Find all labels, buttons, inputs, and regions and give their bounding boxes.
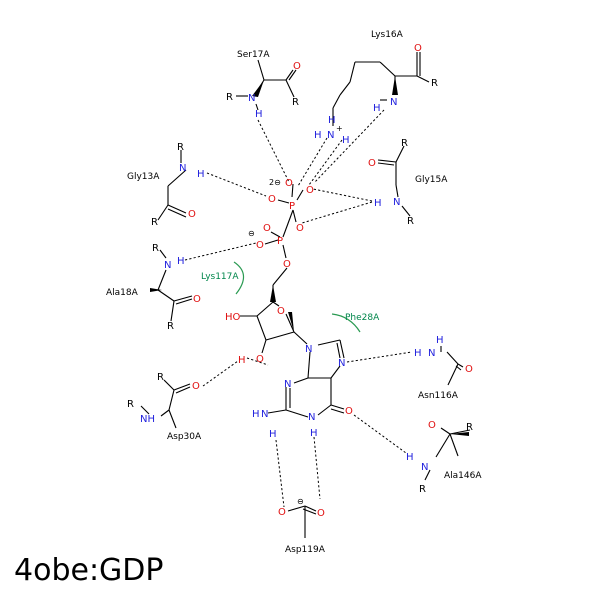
- atom-o-gly13a: O: [188, 209, 196, 220]
- atom-h-n2-bottom: H: [269, 429, 277, 440]
- atom-n-lys16a: N: [390, 97, 397, 108]
- charge-2minus: 2⊖: [269, 178, 281, 187]
- atom-r-gly13a-c: R: [151, 217, 158, 228]
- residue-label-lys16a: Lys16A: [371, 30, 404, 40]
- atom-h-lys16a-right: H: [342, 135, 350, 146]
- atom-r-ser17a-c: R: [292, 97, 299, 108]
- atom-n9-guanine: N: [305, 344, 312, 355]
- atom-p-alpha: P: [277, 236, 283, 247]
- atom-r-ala146a-n: R: [419, 484, 426, 495]
- atom-r-ala18a-c: R: [167, 321, 174, 332]
- atom-o-pa-top: O: [263, 223, 271, 234]
- atom-p-beta: P: [289, 201, 295, 212]
- charge-minus-pa: ⊖: [248, 229, 255, 238]
- atom-h-asn116a-top: H: [436, 335, 444, 346]
- hydrophobic-arcs: [233, 261, 361, 333]
- atom-h-lys16a-amide: H: [373, 103, 381, 114]
- atom-o-gly15a: O: [368, 158, 376, 169]
- atom-o-5prime: O: [283, 259, 291, 270]
- atom-n3-guanine: N: [284, 379, 291, 390]
- residue-label-phe28a: Phe28A: [345, 313, 380, 323]
- atom-r-asp30a-n: R: [127, 399, 134, 410]
- residue-labels: Ser17A Lys16A Gly13A Gly15A Ala18A Lys11…: [106, 30, 482, 555]
- atom-r-ala18a-n: R: [152, 243, 159, 254]
- residue-label-asn116a: Asn116A: [418, 391, 459, 401]
- atom-h-ser17a: H: [255, 109, 263, 120]
- atom-n-ala18a: N: [164, 260, 171, 271]
- atom-o-bridge: O: [296, 223, 304, 234]
- lys117a-contact-arc: [233, 261, 245, 295]
- atom-n-gly15a: N: [393, 197, 400, 208]
- charge-minus-asp119a: ⊖: [297, 497, 304, 506]
- atom-r-gly15a-n: R: [407, 216, 414, 227]
- atom-n1-guanine: N: [308, 412, 315, 423]
- residue-label-ser17a: Ser17A: [237, 50, 270, 60]
- diagram-title: 4obe:GDP: [14, 553, 164, 588]
- residue-label-asp30a: Asp30A: [167, 432, 202, 442]
- atom-n-lys16a-amine: N: [327, 130, 334, 141]
- atom-n7-guanine: N: [338, 358, 345, 369]
- charge-plus-lys16a: +: [336, 124, 343, 133]
- atom-n-ala146a: N: [421, 462, 428, 473]
- stereo-wedges: [150, 76, 469, 436]
- atom-o-asp30a: O: [192, 381, 200, 392]
- atom-h-ala18a: H: [177, 256, 185, 267]
- atom-n-ser17a: N: [248, 93, 255, 104]
- atom-h-n2-left: H: [252, 409, 260, 420]
- atom-n2-guanine: N: [261, 409, 268, 420]
- atom-h-gly13a: H: [197, 169, 205, 180]
- atom-o-ala146a: O: [428, 420, 436, 431]
- atom-h-ribose-2: H: [238, 355, 246, 366]
- atom-r-ala146a-c: R: [466, 422, 473, 433]
- atom-h-lys16a-left: H: [314, 130, 322, 141]
- atom-r-lys16a-c: R: [431, 78, 438, 89]
- atom-o-pb-right: O: [306, 185, 314, 196]
- atom-o-pb-top: O: [285, 178, 293, 189]
- atom-o-ala18a: O: [193, 294, 201, 305]
- residue-label-lys117a: Lys117A: [201, 272, 239, 282]
- atom-o-asn116a: O: [465, 364, 473, 375]
- residue-label-ala18a: Ala18A: [106, 288, 139, 298]
- atom-ho-ribose: HO: [225, 312, 241, 323]
- atom-o6-guanine: O: [345, 406, 353, 417]
- atom-o-asp119a-left: O: [278, 507, 286, 518]
- atom-r-gly13a-n: R: [177, 142, 184, 153]
- atom-h-gly15a: H: [374, 198, 382, 209]
- atom-r-ser17a-n: R: [226, 92, 233, 103]
- residue-label-gly13a: Gly13A: [127, 172, 160, 182]
- atom-nh-asp30a: NH: [140, 414, 155, 425]
- residue-label-asp119a: Asp119A: [285, 545, 326, 555]
- atom-h-asn116a-left: H: [414, 348, 422, 359]
- atom-o-ribose-2: O: [256, 354, 264, 365]
- atom-r-asp30a: R: [157, 372, 164, 383]
- atom-h-ala146a: H: [406, 452, 414, 463]
- atom-o-pa-left: O: [256, 240, 264, 251]
- phe28a-contact-arc: [331, 313, 361, 333]
- atom-o-ser17a: O: [293, 61, 301, 72]
- atom-h-lys16a-top: H: [328, 115, 336, 126]
- atom-o-lys16a: O: [414, 43, 422, 54]
- atom-o-pb-left: O: [268, 194, 276, 205]
- atom-r-gly15a-c: R: [401, 138, 408, 149]
- residue-label-gly15a: Gly15A: [415, 175, 448, 185]
- residue-label-ala146a: Ala146A: [444, 471, 482, 481]
- atom-h1-guanine: H: [310, 428, 318, 439]
- atom-labels: R N H O R O R H N H H N + H R N H O R R …: [127, 43, 473, 519]
- atom-n-gly13a: N: [179, 163, 186, 174]
- atom-n-asn116a: N: [428, 348, 435, 359]
- atom-o-asp119a-right: O: [317, 508, 325, 519]
- hydrogen-bonds: [184, 109, 413, 508]
- atom-o-ribose-ring: O: [277, 306, 285, 317]
